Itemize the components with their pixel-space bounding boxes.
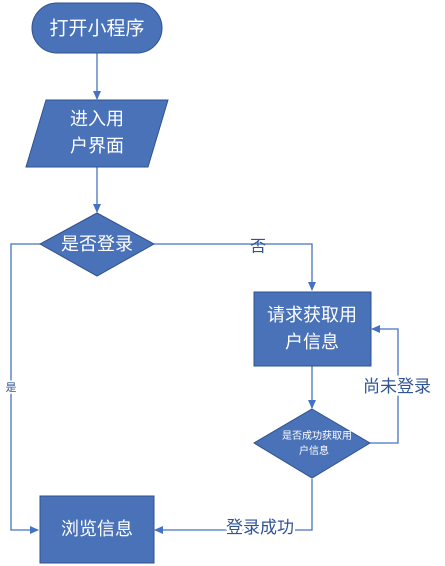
- edge-label-yes: 是: [6, 381, 17, 394]
- edge-got-info-to-browse-success: [154, 479, 313, 534]
- browse-info-label: 浏览信息: [61, 519, 133, 540]
- edge-label-login-success: 登录成功: [226, 518, 294, 538]
- edge-label-not-logged: 尚未登录: [363, 377, 431, 397]
- request-user-info-label-line1: 请求获取用: [267, 305, 357, 326]
- node-request-user-info: 请求获取用 户信息: [253, 291, 372, 367]
- edge-decision-to-request-no: [154, 243, 316, 291]
- node-enter-ui: 进入用 户界面: [25, 99, 169, 168]
- edge-got-info-to-request-loop: [370, 325, 399, 444]
- got-user-info-label-line1: 是否成功获取用: [282, 430, 352, 442]
- is-logged-in-diamond-shape: [38, 212, 156, 277]
- node-is-logged-in: 是否登录: [38, 212, 156, 277]
- edge-label-no: 否: [250, 237, 266, 256]
- edges: [10, 53, 399, 534]
- start-label: 打开小程序: [49, 18, 144, 40]
- node-start: 打开小程序: [31, 2, 163, 54]
- node-browse-info: 浏览信息: [39, 495, 155, 564]
- is-logged-in-label: 是否登录: [61, 234, 133, 255]
- browse-info-rect-shape: [39, 495, 155, 564]
- enter-ui-parallelogram-shape: [25, 99, 169, 168]
- request-user-info-rect-shape: [253, 291, 372, 367]
- enter-ui-label-line1: 进入用: [70, 109, 124, 130]
- enter-ui-label-line2: 户界面: [70, 136, 124, 157]
- got-user-info-label-line2: 户信息: [299, 444, 329, 457]
- request-user-info-label-line2: 户信息: [285, 332, 339, 353]
- start-terminator-shape: [31, 2, 163, 54]
- edge-decision-to-browse-yes: [10, 243, 40, 534]
- got-user-info-diamond-shape: [253, 408, 371, 479]
- node-got-user-info: 是否成功获取用 户信息: [253, 408, 371, 479]
